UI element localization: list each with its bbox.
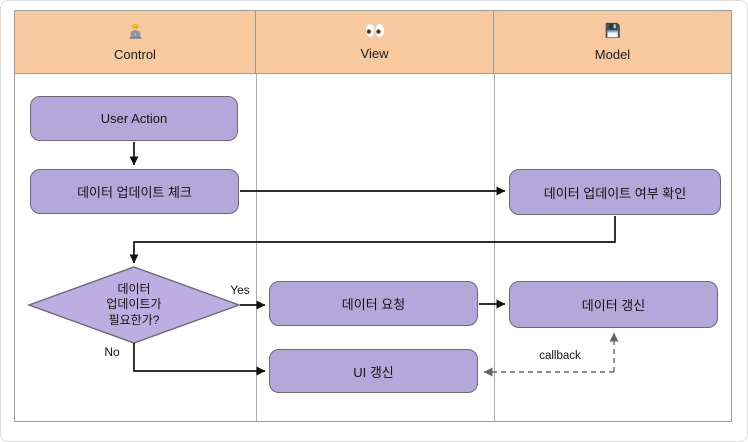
floppy-disk-icon — [604, 22, 621, 44]
lane-header-view: View — [256, 11, 494, 74]
lane-label-model: Model — [594, 47, 631, 62]
lane-header-control: Control — [15, 11, 256, 74]
node-data-refresh: 데이터 갱신 — [509, 281, 718, 328]
node-ui-refresh: UI 갱신 — [269, 349, 478, 393]
node-confirm-data-update: 데이터 업데이트 여부 확인 — [509, 169, 721, 215]
node-data-request: 데이터 요청 — [269, 281, 478, 326]
eyes-icon — [364, 23, 386, 43]
technologist-icon — [126, 22, 145, 44]
edge-label-no: No — [104, 345, 120, 359]
node-decision-label: 데이터 업데이트가 필요한가? — [106, 281, 162, 327]
lane-label-view: View — [360, 46, 389, 61]
edge-label-yes: Yes — [230, 283, 250, 297]
lane-divider-control-view — [256, 74, 257, 421]
node-user-action: User Action — [30, 96, 238, 141]
lane-label-control: Control — [114, 47, 156, 62]
node-data-update-check: 데이터 업데이트 체크 — [30, 169, 239, 214]
edge-label-callback: callback — [539, 350, 581, 362]
lane-header-model: Model — [494, 11, 731, 74]
lane-divider-view-model — [494, 74, 495, 421]
